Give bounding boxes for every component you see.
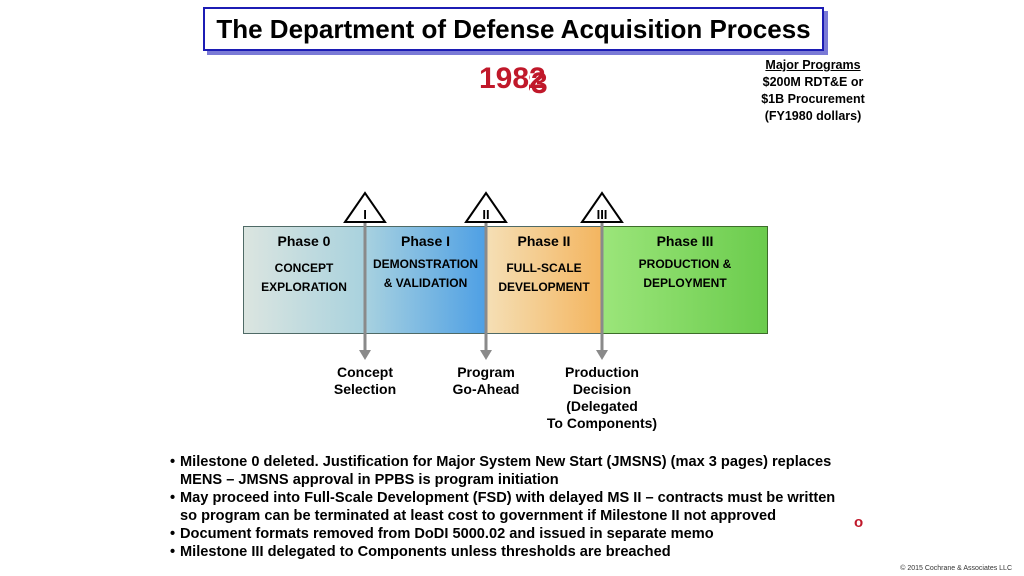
milestone-3-marker: III [580, 191, 624, 360]
milestone-label-line: Go-Ahead [452, 381, 520, 397]
phase-name: Phase III [656, 233, 714, 249]
phase-desc-line: DEVELOPMENT [498, 280, 590, 294]
phase-desc-line: EXPLORATION [261, 280, 347, 294]
phase-desc-line: & VALIDATION [383, 276, 468, 290]
page-title: The Department of Defense Acquisition Pr… [203, 7, 824, 51]
bullet-dot: • [170, 490, 176, 506]
bullet-line: Milestone III delegated to Components un… [180, 544, 671, 560]
milestone-label-line: To Components) [546, 415, 658, 431]
bullet-line: Milestone 0 deleted. Justification for M… [180, 454, 832, 470]
milestone-2-marker: II [464, 191, 508, 360]
bullet-dot: • [170, 526, 176, 542]
bullet-item: • Document formats removed from DoDI 500… [170, 525, 870, 543]
phase-1-box: Phase I DEMONSTRATION & VALIDATION [365, 226, 486, 334]
phase-description: FULL-SCALE DEVELOPMENT [487, 259, 601, 297]
bullet-line: so program can be terminated at least co… [180, 508, 777, 524]
milestone-3-label: Production Decision (Delegated To Compon… [537, 364, 667, 432]
year-overlay: 1982 1983 [479, 62, 549, 100]
bullet-line: MENS – JMSNS approval in PPBS is program… [180, 472, 559, 488]
phase-desc-line: FULL-SCALE [506, 261, 582, 275]
milestone-1-label: Concept Selection [320, 364, 410, 398]
bullet-line: May proceed into Full-Scale Development … [180, 490, 836, 506]
phase-2-box: Phase II FULL-SCALE DEVELOPMENT [486, 226, 602, 334]
milestone-1-marker: I [343, 191, 387, 360]
copyright-notice: © 2015 Cochrane & Associates LLC [900, 565, 1012, 572]
phase-description: CONCEPT EXPLORATION [244, 259, 364, 297]
phase-desc-line: DEPLOYMENT [643, 276, 727, 290]
milestone-numeral: III [597, 207, 608, 222]
bullet-dot: • [170, 454, 176, 470]
milestone-numeral: II [482, 207, 489, 222]
year-new: 1983 [481, 67, 548, 100]
phase-name: Phase 0 [277, 233, 331, 249]
milestone-label-line: (Delegated [566, 398, 638, 414]
phase-desc-line: CONCEPT [274, 261, 334, 275]
major-programs-line: $200M RDT&E or [762, 75, 864, 89]
phase-0-box: Phase 0 CONCEPT EXPLORATION [243, 226, 365, 334]
milestone-numeral: I [363, 207, 367, 222]
phase-description: DEMONSTRATION & VALIDATION [366, 255, 485, 293]
milestone-label-line: Program [457, 364, 515, 380]
milestone-label-line: Production [565, 364, 639, 380]
major-programs-heading: Major Programs [765, 58, 861, 72]
major-programs-note: Major Programs $200M RDT&E or $1B Procur… [748, 57, 878, 125]
bullet-list: • Milestone 0 deleted. Justification for… [170, 453, 870, 561]
red-marker: o [854, 514, 864, 531]
milestone-label-line: Decision [572, 381, 632, 397]
major-programs-line: $1B Procurement [761, 92, 865, 106]
bullet-item: • Milestone 0 deleted. Justification for… [170, 453, 870, 489]
milestone-2-label: Program Go-Ahead [436, 364, 536, 398]
bullet-item: • May proceed into Full-Scale Developmen… [170, 489, 870, 525]
year-old: 1982 [479, 62, 546, 95]
phase-3-box: Phase III PRODUCTION & DEPLOYMENT [602, 226, 768, 334]
major-programs-line: (FY1980 dollars) [764, 109, 862, 123]
phase-desc-line: DEMONSTRATION [372, 257, 479, 271]
milestone-label-line: Selection [333, 381, 397, 397]
bullet-line: Document formats removed from DoDI 5000.… [180, 526, 714, 542]
bullet-dot: • [170, 544, 176, 560]
phase-name: Phase I [400, 233, 451, 249]
bullet-item: • Milestone III delegated to Components … [170, 543, 870, 561]
phase-desc-line: PRODUCTION & [638, 257, 732, 271]
milestone-label-line: Concept [337, 364, 393, 380]
phase-description: PRODUCTION & DEPLOYMENT [603, 255, 767, 293]
phase-name: Phase II [517, 233, 571, 249]
